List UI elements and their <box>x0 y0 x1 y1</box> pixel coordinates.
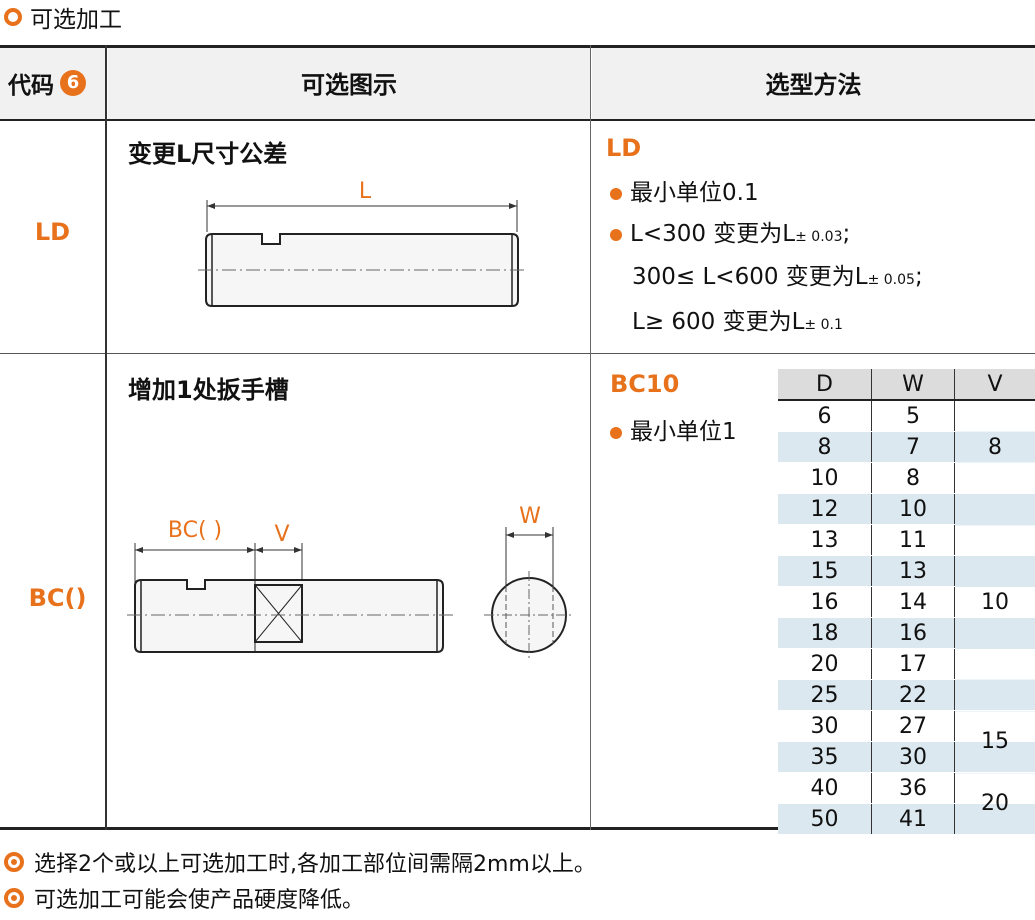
col-d-header: D <box>778 369 872 401</box>
ld-bullet-2: L<300 变更为L± 0.03; <box>610 214 850 248</box>
ld-line-3: L≥ 600 变更为L± 0.1 <box>632 309 843 335</box>
bullet-circle-icon <box>4 888 24 908</box>
ld-shaft-diagram: L <box>198 179 526 307</box>
bc-shaft-diagram: BC( ) V <box>127 518 453 653</box>
col-v-header: V <box>954 369 1035 401</box>
bullet-icon <box>610 187 622 200</box>
v-group-cell: 20 <box>954 772 1035 835</box>
bullet-circle-icon <box>4 852 24 872</box>
circle-icon <box>4 8 22 26</box>
note-1: 选择2个或以上可选加工时,各加工部位间需隔2mm以上。 <box>4 846 596 878</box>
ld-bullet-1: 最小单位0.1 <box>610 173 759 207</box>
header-code: 代码 6 <box>8 65 86 101</box>
col-w-header: W <box>871 369 955 401</box>
options-table <box>0 45 1035 830</box>
v-group-cell: 10 <box>954 493 1035 711</box>
code-badge: 6 <box>60 70 86 96</box>
ld-method-code: LD <box>606 134 642 162</box>
ld-code: LD <box>34 218 71 246</box>
bullet-icon <box>610 228 622 241</box>
header-method: 选型方法 <box>765 71 862 99</box>
v-group-cell: 15 <box>954 710 1035 773</box>
bc-dim-v: V <box>274 522 289 547</box>
header-diagram: 可选图示 <box>301 71 397 99</box>
bc-method-code: BC10 <box>610 370 680 398</box>
bc-title: 增加1处扳手槽 <box>128 376 289 404</box>
bullet-icon <box>610 426 622 439</box>
bc-dim-bc: BC( ) <box>168 518 222 543</box>
ld-dim-label: L <box>359 179 372 204</box>
spec-table-header: D W V <box>778 369 1035 401</box>
ld-title: 变更L尺寸公差 <box>128 140 288 168</box>
bc-dim-w: W <box>519 504 541 529</box>
ld-line-2: 300≤ L<600 变更为L± 0.05; <box>632 264 923 290</box>
bc-bullet-1: 最小单位1 <box>610 412 737 446</box>
v-group-cell: 8 <box>954 400 1035 494</box>
note-2: 可选加工可能会使产品硬度降低。 <box>4 882 364 914</box>
section-title: 可选加工 <box>4 3 122 33</box>
bc-code: BC() <box>28 584 87 612</box>
bc-end-view-diagram: W <box>484 504 574 659</box>
